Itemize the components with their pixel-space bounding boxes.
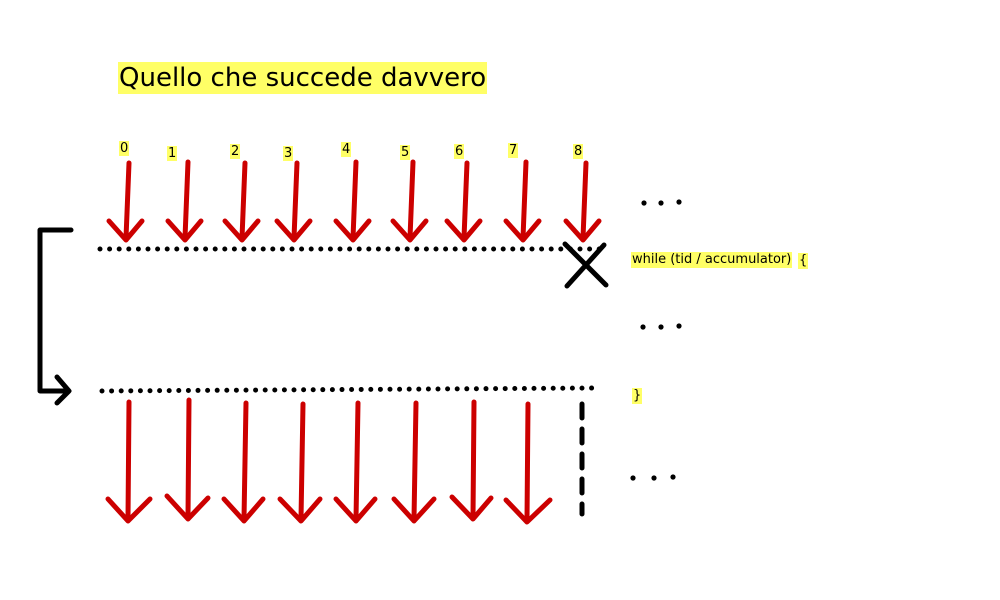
cross-icon xyxy=(562,241,609,289)
while-loop-header: while (tid / accumulator) xyxy=(631,252,793,268)
red-arrow-down-icon xyxy=(165,159,204,243)
red-arrow-down-icon xyxy=(222,160,261,243)
loop-back-arrow-icon xyxy=(37,227,74,406)
red-arrow-down-icon xyxy=(277,401,323,524)
thread-id-label: 5 xyxy=(400,145,411,160)
diagram-title: Quello che succede davvero xyxy=(118,62,488,94)
thread-id-label: 6 xyxy=(454,144,465,159)
red-arrow-down-icon xyxy=(164,397,211,522)
thread-id-label: 0 xyxy=(119,141,130,156)
red-arrow-down-icon xyxy=(390,159,429,243)
red-arrow-down-icon xyxy=(563,160,602,243)
red-arrow-down-icon xyxy=(503,401,553,525)
incoming-thread-arrows xyxy=(106,159,602,243)
thread-id-label: 8 xyxy=(573,144,584,159)
red-arrow-down-icon xyxy=(503,159,542,243)
thread-id-label: 3 xyxy=(283,146,294,161)
outgoing-thread-arrows xyxy=(105,397,553,525)
red-arrow-down-icon xyxy=(449,399,494,522)
red-arrow-down-icon xyxy=(221,400,266,524)
red-arrow-down-icon xyxy=(444,160,483,243)
thread-id-label: 7 xyxy=(508,143,519,158)
red-arrow-down-icon xyxy=(333,400,378,524)
thread-id-label: 2 xyxy=(230,144,241,159)
red-arrow-down-icon xyxy=(333,159,372,243)
thread-id-label: 1 xyxy=(167,146,178,161)
red-arrow-down-icon xyxy=(106,160,145,243)
ellipsis-icon xyxy=(640,323,682,330)
red-arrow-down-icon xyxy=(391,400,437,524)
thread-id-label: 4 xyxy=(341,142,352,157)
red-arrow-down-icon xyxy=(105,399,153,524)
loop-exit-barrier xyxy=(99,385,603,394)
close-brace: } xyxy=(632,388,643,404)
open-brace: { xyxy=(798,253,809,269)
ellipsis-icon xyxy=(630,474,676,481)
ellipsis-icon xyxy=(641,199,682,206)
red-arrow-down-icon xyxy=(274,160,313,243)
